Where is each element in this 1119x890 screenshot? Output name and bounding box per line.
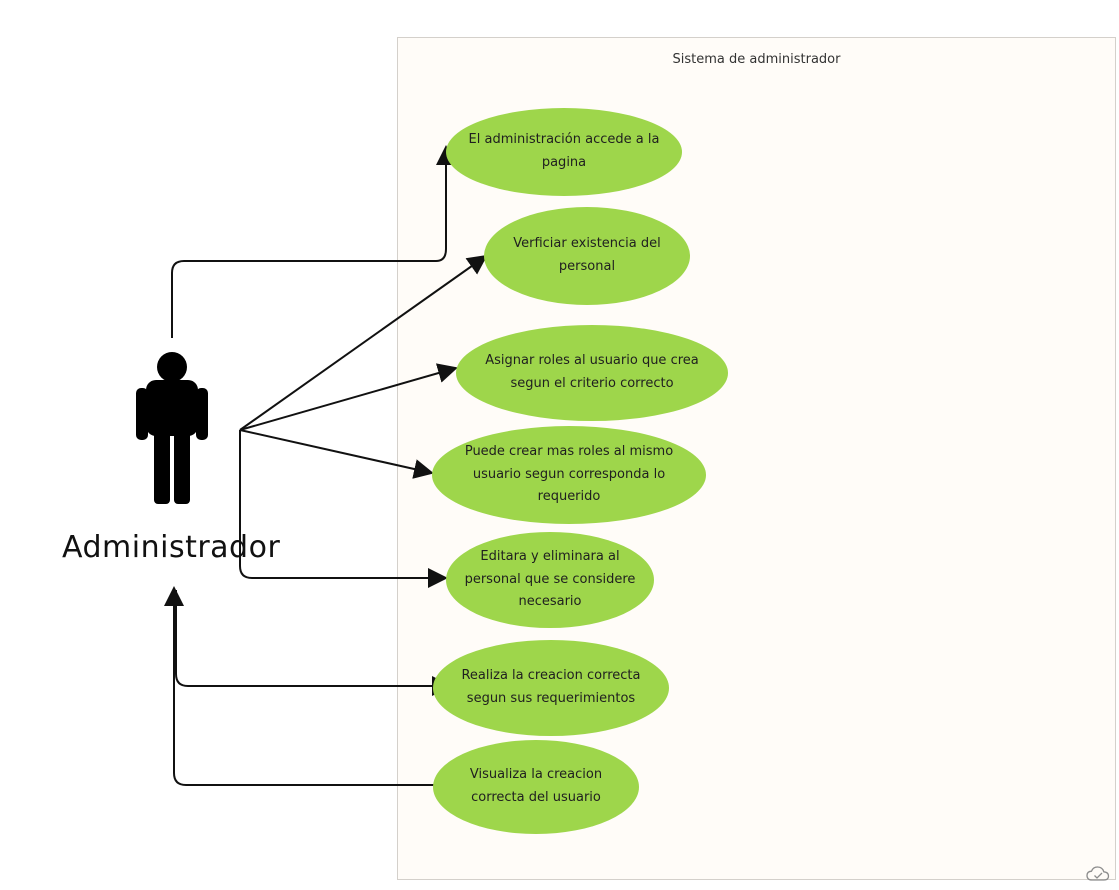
use-case-7-label: Visualiza la creacion correcta del usuar… — [469, 767, 603, 805]
connector-uc7 — [164, 586, 435, 786]
use-case-6-label: Realiza la creacion correcta segun sus r… — [461, 668, 641, 706]
cloud-sync-icon — [1086, 866, 1110, 881]
connector-uc6 — [175, 590, 452, 696]
use-case-3[interactable]: Asignar roles al usuario que crea segun … — [456, 325, 728, 421]
use-case-5[interactable]: Editara y eliminara al personal que se c… — [446, 532, 654, 628]
connector-uc3 — [239, 363, 458, 431]
system-title: Sistema de administrador — [672, 52, 841, 67]
use-case-2-label: Verficiar existencia del personal — [513, 236, 661, 274]
connector-uc2 — [239, 254, 488, 431]
use-case-1-label: El administración accede a la pagina — [468, 132, 660, 170]
use-case-7[interactable]: Visualiza la creacion correcta del usuar… — [433, 740, 639, 834]
use-case-2[interactable]: Verficiar existencia del personal — [484, 207, 690, 305]
use-case-3-label: Asignar roles al usuario que crea segun … — [485, 353, 699, 391]
use-case-6[interactable]: Realiza la creacion correcta segun sus r… — [433, 640, 669, 736]
person-icon[interactable] — [136, 352, 208, 504]
connector-uc1 — [171, 145, 456, 338]
connector-uc5 — [239, 430, 448, 588]
use-case-4-label: Puede crear mas roles al mismo usuario s… — [464, 443, 674, 505]
use-case-4[interactable]: Puede crear mas roles al mismo usuario s… — [432, 426, 706, 524]
actor-label: Administrador — [62, 530, 281, 565]
connector-uc4 — [239, 429, 434, 479]
use-case-1[interactable]: El administración accede a la pagina — [446, 108, 682, 196]
use-case-5-label: Editara y eliminara al personal que se c… — [464, 548, 636, 610]
